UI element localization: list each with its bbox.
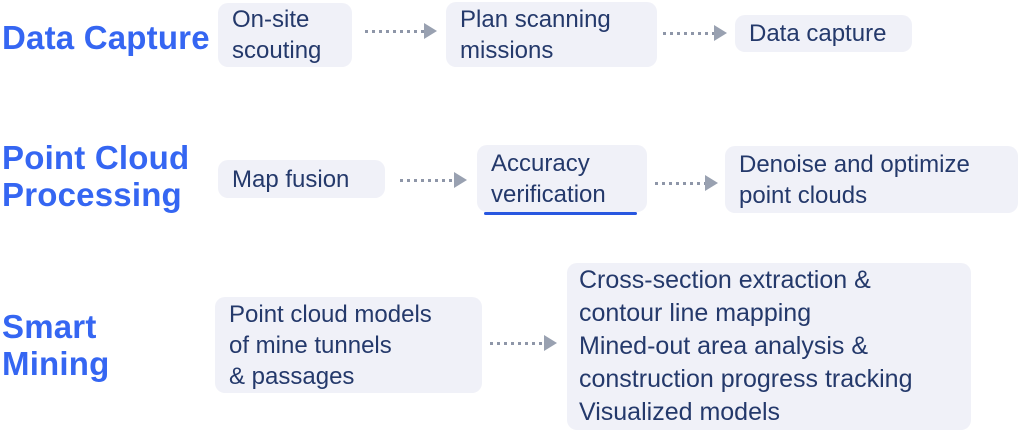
row-label-smart-mining: Smart Mining	[2, 308, 110, 382]
arrow-head	[544, 335, 557, 351]
step-box-plan-scanning-missions: Plan scanning missions	[446, 2, 657, 67]
step-text-map-fusion: Map fusion	[232, 165, 350, 193]
row-label-point-cloud-processing: Point Cloud Processing	[2, 139, 190, 213]
arrow-dashes	[655, 181, 705, 185]
step-box-on-site-scouting: On-site scouting	[218, 3, 352, 67]
step-box-analysis-outputs: Cross-section extraction & contour line …	[567, 263, 971, 430]
arrow-dashes	[490, 341, 544, 345]
step-text-on-site-scouting: On-site scouting	[232, 6, 322, 64]
arrow-dashes	[400, 178, 454, 182]
dotted-arrow-right-icon	[655, 175, 718, 191]
step-box-data-capture: Data capture	[735, 15, 912, 52]
step-box-denoise-optimize: Denoise and optimize point clouds	[725, 146, 1018, 213]
accuracy-box-blue-underline	[484, 212, 637, 215]
dotted-arrow-right-icon	[663, 25, 727, 41]
dotted-arrow-right-icon	[365, 23, 437, 39]
dotted-arrow-right-icon	[400, 172, 467, 188]
step-box-accuracy-verification: Accuracy verification	[477, 145, 647, 212]
step-box-point-cloud-models: Point cloud models of mine tunnels & pas…	[215, 297, 482, 393]
step-text-data-capture: Data capture	[749, 20, 887, 47]
step-text-point-cloud-models: Point cloud models of mine tunnels & pas…	[229, 300, 432, 390]
step-text-accuracy-verification: Accuracy verification	[491, 149, 606, 208]
step-text-plan-scanning-missions: Plan scanning missions	[460, 5, 611, 64]
arrow-dashes	[365, 29, 424, 33]
step-text-analysis-outputs: Cross-section extraction & contour line …	[579, 266, 913, 426]
arrow-head	[705, 175, 718, 191]
arrow-dashes	[663, 31, 714, 35]
step-box-map-fusion: Map fusion	[218, 160, 385, 198]
dotted-arrow-right-icon	[490, 335, 557, 351]
arrow-head	[454, 172, 467, 188]
step-text-denoise-optimize: Denoise and optimize point clouds	[739, 150, 970, 209]
arrow-head	[424, 23, 437, 39]
row-label-data-capture: Data Capture	[2, 19, 210, 56]
arrow-head	[714, 25, 727, 41]
